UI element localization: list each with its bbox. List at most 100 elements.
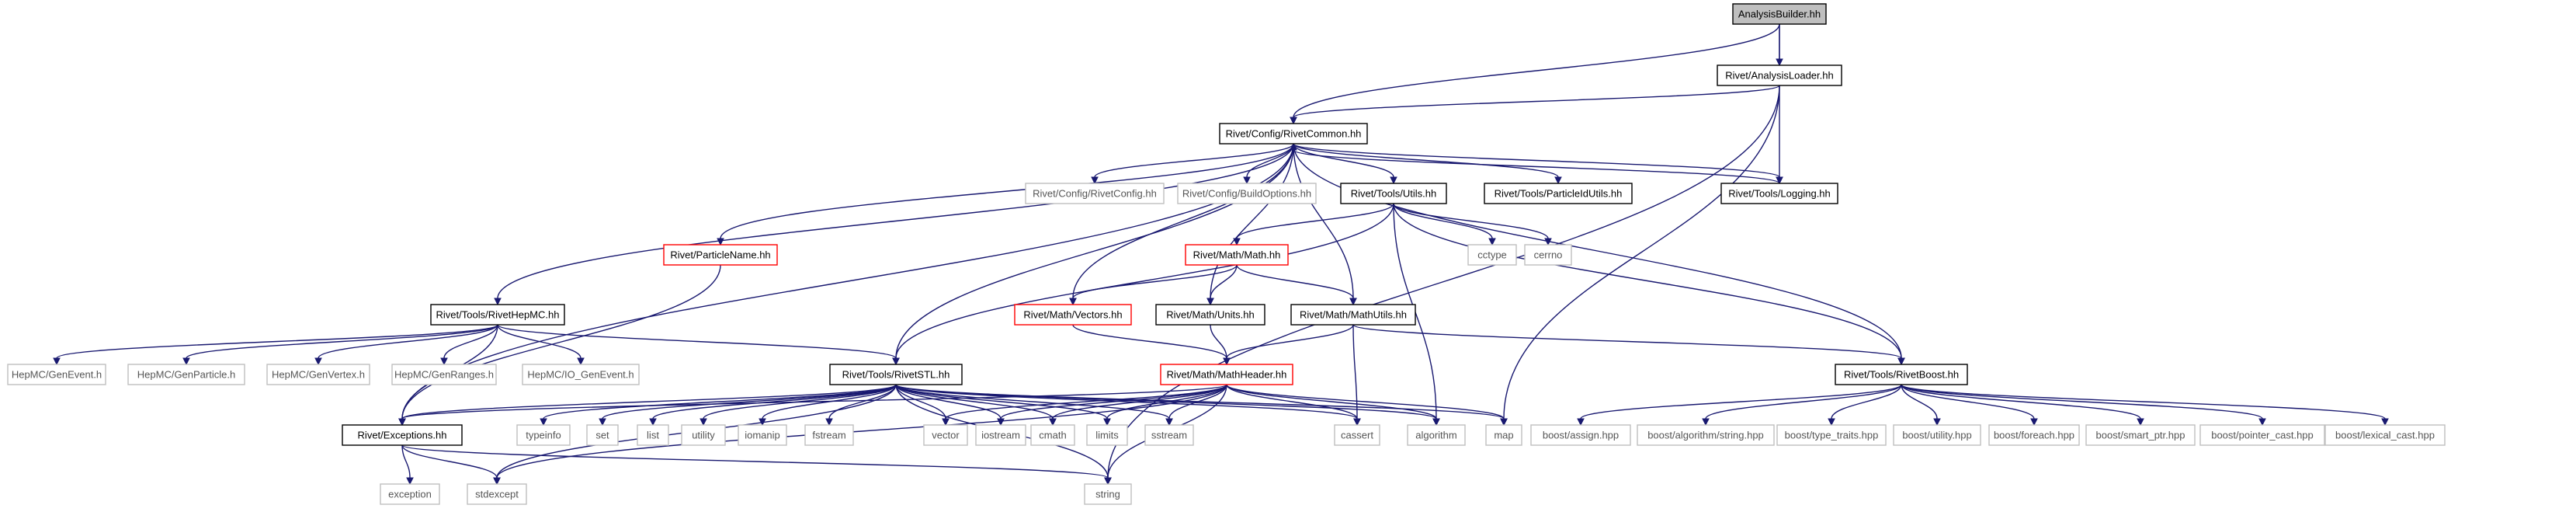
node-cerrno[interactable]: cerrno [1524,244,1572,266]
node-exception[interactable]: exception [380,483,440,505]
node-rivetconfig[interactable]: Rivet/Config/RivetConfig.hh [1025,183,1165,204]
node-sstream[interactable]: sstream [1144,424,1194,446]
node-buildoptions[interactable]: Rivet/Config/BuildOptions.hh [1177,183,1317,204]
node-box [1030,424,1075,446]
node-analysisloader[interactable]: Rivet/AnalysisLoader.hh [1717,64,1842,86]
node-cmath[interactable]: cmath [1030,424,1075,446]
node-label: algorithm [1415,430,1456,441]
node-set[interactable]: set [586,424,619,446]
edge-utils-to-cctype [1393,203,1496,246]
node-boostutility[interactable]: boost/utility.hpp [1893,424,1981,446]
node-box [1014,304,1132,326]
node-label: HepMC/IO_GenEvent.h [527,369,634,381]
node-box [1835,364,1968,385]
node-rivetboost[interactable]: Rivet/Tools/RivetBoost.hh [1835,364,1968,385]
edge-mathheader-to-sstream [1165,384,1227,427]
node-particlename[interactable]: Rivet/ParticleName.hh [663,244,778,266]
edge-mathheader-to-cmath [1049,384,1227,427]
node-logging[interactable]: Rivet/Tools/Logging.hh [1720,183,1838,204]
node-box [266,364,370,385]
node-label: Rivet/Tools/ParticleIdUtils.hh [1495,188,1623,200]
node-vector[interactable]: vector [923,424,968,446]
edge-mathutils-to-rivetboost [1352,324,1905,366]
node-box [1334,424,1380,446]
node-mathutils[interactable]: Rivet/Math/MathUtils.hh [1290,304,1416,326]
node-particleidutils[interactable]: Rivet/Tools/ParticleIdUtils.hh [1484,183,1633,204]
node-rivetstl[interactable]: Rivet/Tools/RivetSTL.hh [829,364,963,385]
edge-rivetboost-to-boostalgostring [1702,384,1902,427]
node-stdexcept[interactable]: stdexcept [467,483,527,505]
node-genevent[interactable]: HepMC/GenEvent.h [7,364,106,385]
edge-rivetboost-to-boostforeach [1901,384,2038,427]
node-vectors[interactable]: Rivet/Math/Vectors.hh [1014,304,1132,326]
node-rivetcommon[interactable]: Rivet/Config/RivetCommon.hh [1219,123,1368,145]
node-box [1893,424,1981,446]
node-boostassign[interactable]: boost/assign.hpp [1530,424,1631,446]
edge-analysisloader-to-rivetcommon [1290,85,1780,125]
edge-exceptions-to-stdexcept [401,444,501,486]
node-cctype[interactable]: cctype [1467,244,1517,266]
node-box [975,424,1026,446]
node-boostlexicalcast[interactable]: boost/lexical_cast.hpp [2324,424,2446,446]
node-box [1185,244,1289,266]
node-boostalgostring[interactable]: boost/algorithm/string.hpp [1637,424,1775,446]
node-label: HepMC/GenEvent.h [12,369,102,381]
node-map[interactable]: map [1485,424,1522,446]
node-box [637,424,669,446]
node-label: AnalysisBuilder.hh [1738,9,1821,20]
edge-rivetboost-to-boostpointercast [1901,384,2266,427]
node-genparticle[interactable]: HepMC/GenParticle.h [127,364,245,385]
node-iomanip[interactable]: iomanip [738,424,787,446]
node-genranges[interactable]: HepMC/GenRanges.h [391,364,497,385]
node-boosttypetraits[interactable]: boost/type_traits.hpp [1776,424,1887,446]
node-limits[interactable]: limits [1086,424,1128,446]
node-string[interactable]: string [1084,483,1132,505]
node-box [1717,64,1842,86]
edge-rivetstl-to-fstream [825,384,897,427]
node-label: map [1494,430,1513,441]
edge-rivetcommon-to-logging [1293,143,1783,185]
edge-rivetcommon-to-particleidutils [1293,143,1562,185]
node-algorithm[interactable]: algorithm [1407,424,1466,446]
edge-rivetboost-to-boostassign [1577,384,1902,427]
node-utils[interactable]: Rivet/Tools/Utils.hh [1340,183,1447,204]
node-box [1155,304,1265,326]
edge-rivetstl-to-set [599,384,897,427]
node-fstream[interactable]: fstream [804,424,854,446]
node-label: cctype [1477,249,1507,261]
node-label: Rivet/Math/Units.hh [1166,309,1254,321]
node-mathhh[interactable]: Rivet/Math/Math.hh [1185,244,1289,266]
node-iogenevent[interactable]: HepMC/IO_GenEvent.h [522,364,640,385]
node-label: Rivet/Tools/RivetHepMC.hh [436,309,560,321]
node-genvertex[interactable]: HepMC/GenVertex.h [266,364,370,385]
node-boostpointercast[interactable]: boost/pointer_cast.hpp [2199,424,2325,446]
edge-logging-to-rivetcommon [1290,142,1780,184]
node-box [7,364,106,385]
edge-utils-to-mathhh [1233,203,1394,246]
node-units[interactable]: Rivet/Math/Units.hh [1155,304,1265,326]
node-boostsmartptr[interactable]: boost/smart_ptr.hpp [2085,424,2196,446]
node-cassert[interactable]: cassert [1334,424,1380,446]
edge-rivethepmc-to-genranges [440,324,498,366]
node-label: Rivet/Tools/RivetSTL.hh [842,369,950,381]
node-rivethepmc[interactable]: Rivet/Tools/RivetHepMC.hh [430,304,565,326]
node-mathheader[interactable]: Rivet/Math/MathHeader.hh [1160,364,1293,385]
node-label: vector [932,430,960,441]
node-list[interactable]: list [637,424,669,446]
node-exceptions[interactable]: Rivet/Exceptions.hh [342,424,463,446]
node-typeinfo[interactable]: typeinfo [516,424,571,446]
node-iostream[interactable]: iostream [975,424,1026,446]
edge-mathhh-to-units [1206,264,1238,306]
node-analysisbuilder[interactable]: AnalysisBuilder.hh [1732,3,1827,25]
edge-rivetboost-to-boosttypetraits [1828,384,1902,427]
node-boostforeach[interactable]: boost/foreach.hpp [1988,424,2080,446]
node-label: boost/lexical_cast.hpp [2335,430,2435,441]
edge-exceptions-to-string [401,444,1112,486]
node-box [1720,183,1838,204]
node-box [681,424,726,446]
node-label: Rivet/Math/MathUtils.hh [1300,309,1407,321]
edge-rivetboost-to-boostlexicalcast [1901,384,2389,427]
edge-mathheader-to-vector [942,384,1227,427]
node-utility[interactable]: utility [681,424,726,446]
